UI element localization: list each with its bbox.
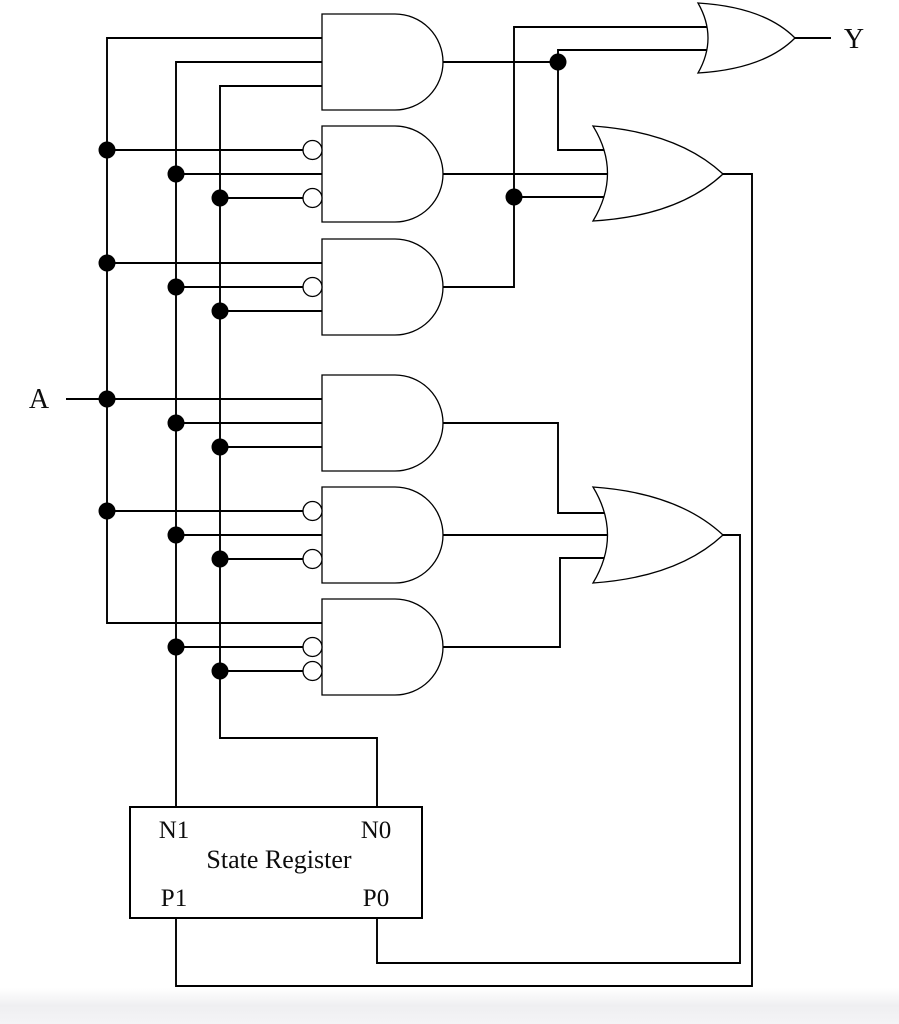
pin-label-p0: P0 (363, 885, 389, 912)
gate-layer (302, 2, 796, 696)
junction-dot (505, 188, 523, 206)
junction-dot (167, 638, 185, 656)
or-gate-y (696, 2, 796, 74)
junction-dot (98, 254, 116, 272)
pin-label-p1: P1 (161, 885, 187, 912)
junction-dot (167, 165, 185, 183)
not-bubble-and2-in3 (302, 187, 323, 209)
state-register-box (129, 806, 423, 919)
junction-dot (549, 53, 567, 71)
footer-band (0, 988, 899, 1024)
and3-gate (321, 238, 444, 336)
not-bubble-and2-in1 (302, 139, 323, 161)
and5-gate (321, 486, 444, 584)
junction-dot (98, 502, 116, 520)
not-bubble-and3-in2 (302, 276, 323, 298)
wire-and1-branch (557, 49, 712, 151)
pin-label-n0: N0 (361, 817, 392, 844)
not-bubble-and5-in1 (302, 500, 323, 522)
and6-gate (321, 598, 444, 696)
junction-layer (98, 53, 567, 680)
wire-and4-out (440, 422, 615, 514)
wire-bus-n1 (175, 61, 322, 807)
and1-gate (321, 13, 444, 111)
or-gate-p1 (591, 125, 724, 222)
pin-label-n1: N1 (159, 817, 190, 844)
junction-dot (167, 526, 185, 544)
junction-dot (211, 302, 229, 320)
not-bubble-and6-in3 (302, 660, 323, 682)
junction-dot (211, 662, 229, 680)
junction-dot (211, 550, 229, 568)
and2-gate (321, 125, 444, 223)
wire-layer (66, 26, 831, 987)
wire-and3-out (440, 26, 710, 288)
junction-dot (211, 189, 229, 207)
input-a-label: A (29, 384, 50, 415)
wire-bus-a (106, 37, 322, 624)
wire-bus-n0 (219, 85, 378, 807)
junction-dot (98, 390, 116, 408)
junction-dot (167, 278, 185, 296)
junction-dot (167, 414, 185, 432)
junction-dot (211, 438, 229, 456)
state-register-title: State Register (206, 845, 351, 874)
and4-gate (321, 374, 444, 472)
junction-dot (98, 141, 116, 159)
wire-feedback-p0 (376, 534, 741, 964)
wire-and6-out (440, 557, 615, 648)
or-gate-p0 (591, 486, 724, 584)
not-bubble-and5-in3 (302, 548, 323, 570)
state-register: N1 N0 State Register P1 P0 (129, 806, 423, 919)
not-bubble-and6-in2 (302, 636, 323, 658)
wire-feedback-p1 (175, 173, 753, 987)
output-y-label: Y (844, 24, 864, 55)
